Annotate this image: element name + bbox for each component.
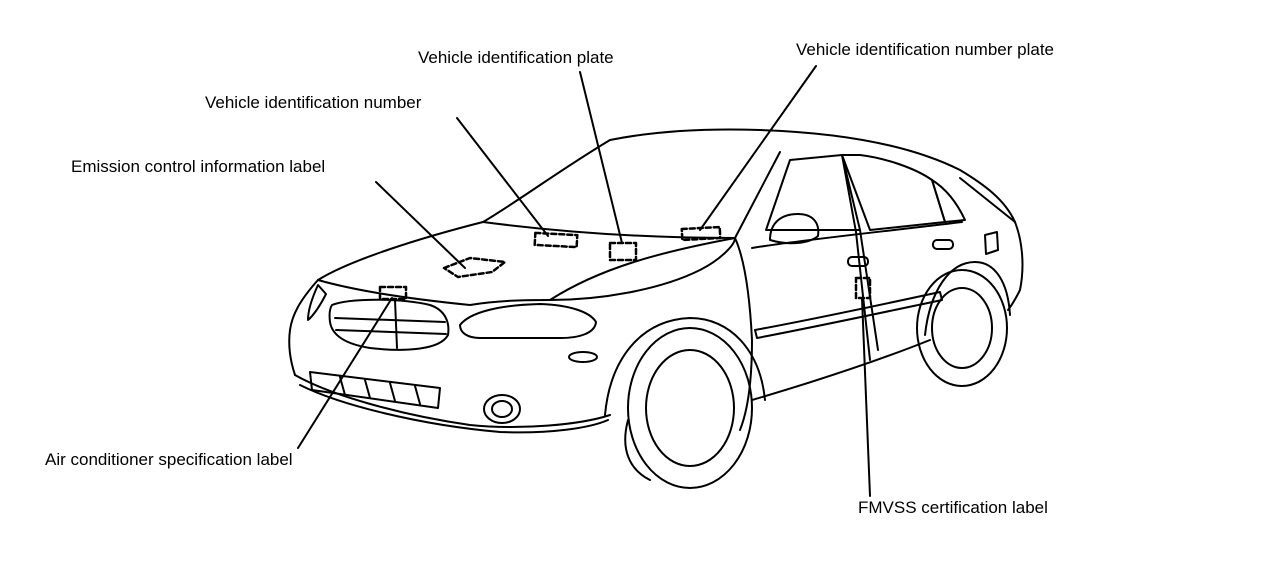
label-air-conditioner-specification: Air conditioner specification label	[45, 450, 293, 469]
leader-vehicle-identification-number-plate	[699, 65, 817, 231]
label-emission-control-information: Emission control information label	[71, 157, 326, 176]
label-vehicle-identification-number-plate: Vehicle identification number plate	[796, 40, 1054, 59]
leader-emission-control	[375, 181, 466, 269]
ac-label-marker	[378, 285, 408, 301]
leader-fmvss	[861, 297, 871, 497]
leader-vehicle-identification-number	[456, 117, 549, 237]
vehicle-id-plate-marker	[608, 241, 638, 262]
leader-air-conditioner	[297, 297, 393, 449]
emission-label-marker	[442, 256, 507, 279]
label-vehicle-identification-plate: Vehicle identification plate	[418, 48, 614, 67]
vin-marker	[533, 231, 579, 249]
leader-lines	[297, 65, 871, 497]
leader-vehicle-identification-plate	[579, 71, 623, 244]
label-location-markers	[378, 225, 872, 301]
label-vehicle-identification-number: Vehicle identification number	[205, 93, 422, 112]
label-fmvss-certification: FMVSS certification label	[858, 498, 1048, 517]
car-body	[288, 128, 1024, 489]
